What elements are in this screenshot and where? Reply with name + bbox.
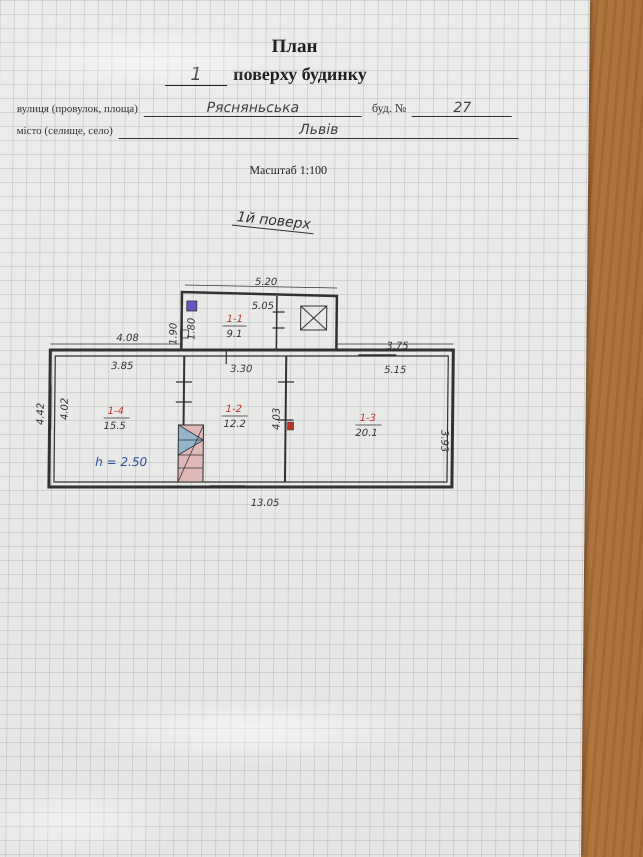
room-area: 15.5 <box>103 421 125 432</box>
dim-top-right-outer: 3.75 <box>386 341 408 352</box>
room-number: 1-1 <box>227 314 243 325</box>
room-area: 9.1 <box>226 329 242 340</box>
dim-left-outer: 4.42 <box>36 403 47 425</box>
radiator-icon <box>287 421 294 431</box>
dim-porch-height-outer: 1.90 <box>168 323 179 345</box>
dim-porch-width: 5.20 <box>255 277 277 288</box>
dim-porch-height-inner: 1.80 <box>186 318 197 340</box>
document-sheet: План 1 поверху будинку вулиця (провулок,… <box>0 0 590 857</box>
ceiling-height: h = 2.50 <box>95 455 148 469</box>
meter-icon <box>186 300 198 312</box>
dim-top-left-inner: 3.85 <box>111 361 133 372</box>
room-1-2: 1-2 12.2 <box>221 404 248 430</box>
dim-top-left: 4.08 <box>116 333 138 344</box>
room-number: 1-3 <box>360 413 376 424</box>
room-number: 1-4 <box>108 406 124 417</box>
partition-right <box>283 356 288 482</box>
dim-right: 3.93 <box>438 430 449 452</box>
dim-top-right-inner: 5.15 <box>384 365 406 376</box>
room-1-3: 1-3 20.1 <box>355 413 382 439</box>
stairs <box>177 424 205 483</box>
room-area: 12.2 <box>223 419 245 430</box>
dim-total-length: 13.05 <box>251 498 280 509</box>
room-number: 1-2 <box>226 404 242 415</box>
dim-top-middle: 3.30 <box>230 364 252 375</box>
dim-middle-height: 4.03 <box>271 408 282 430</box>
room-1-1: 1-1 9.1 <box>222 314 247 340</box>
dim-left-inner: 4.02 <box>60 398 71 420</box>
dim-porch-inner: 5.05 <box>252 301 274 312</box>
porch-partition <box>275 296 278 350</box>
floor-plan-drawing: 5.20 5.05 4.08 3.85 3.30 3.75 5.15 13.05… <box>36 277 455 509</box>
room-1-4: 1-4 15.5 <box>103 406 130 432</box>
room-area: 20.1 <box>355 428 377 439</box>
boiler-icon <box>300 305 328 331</box>
